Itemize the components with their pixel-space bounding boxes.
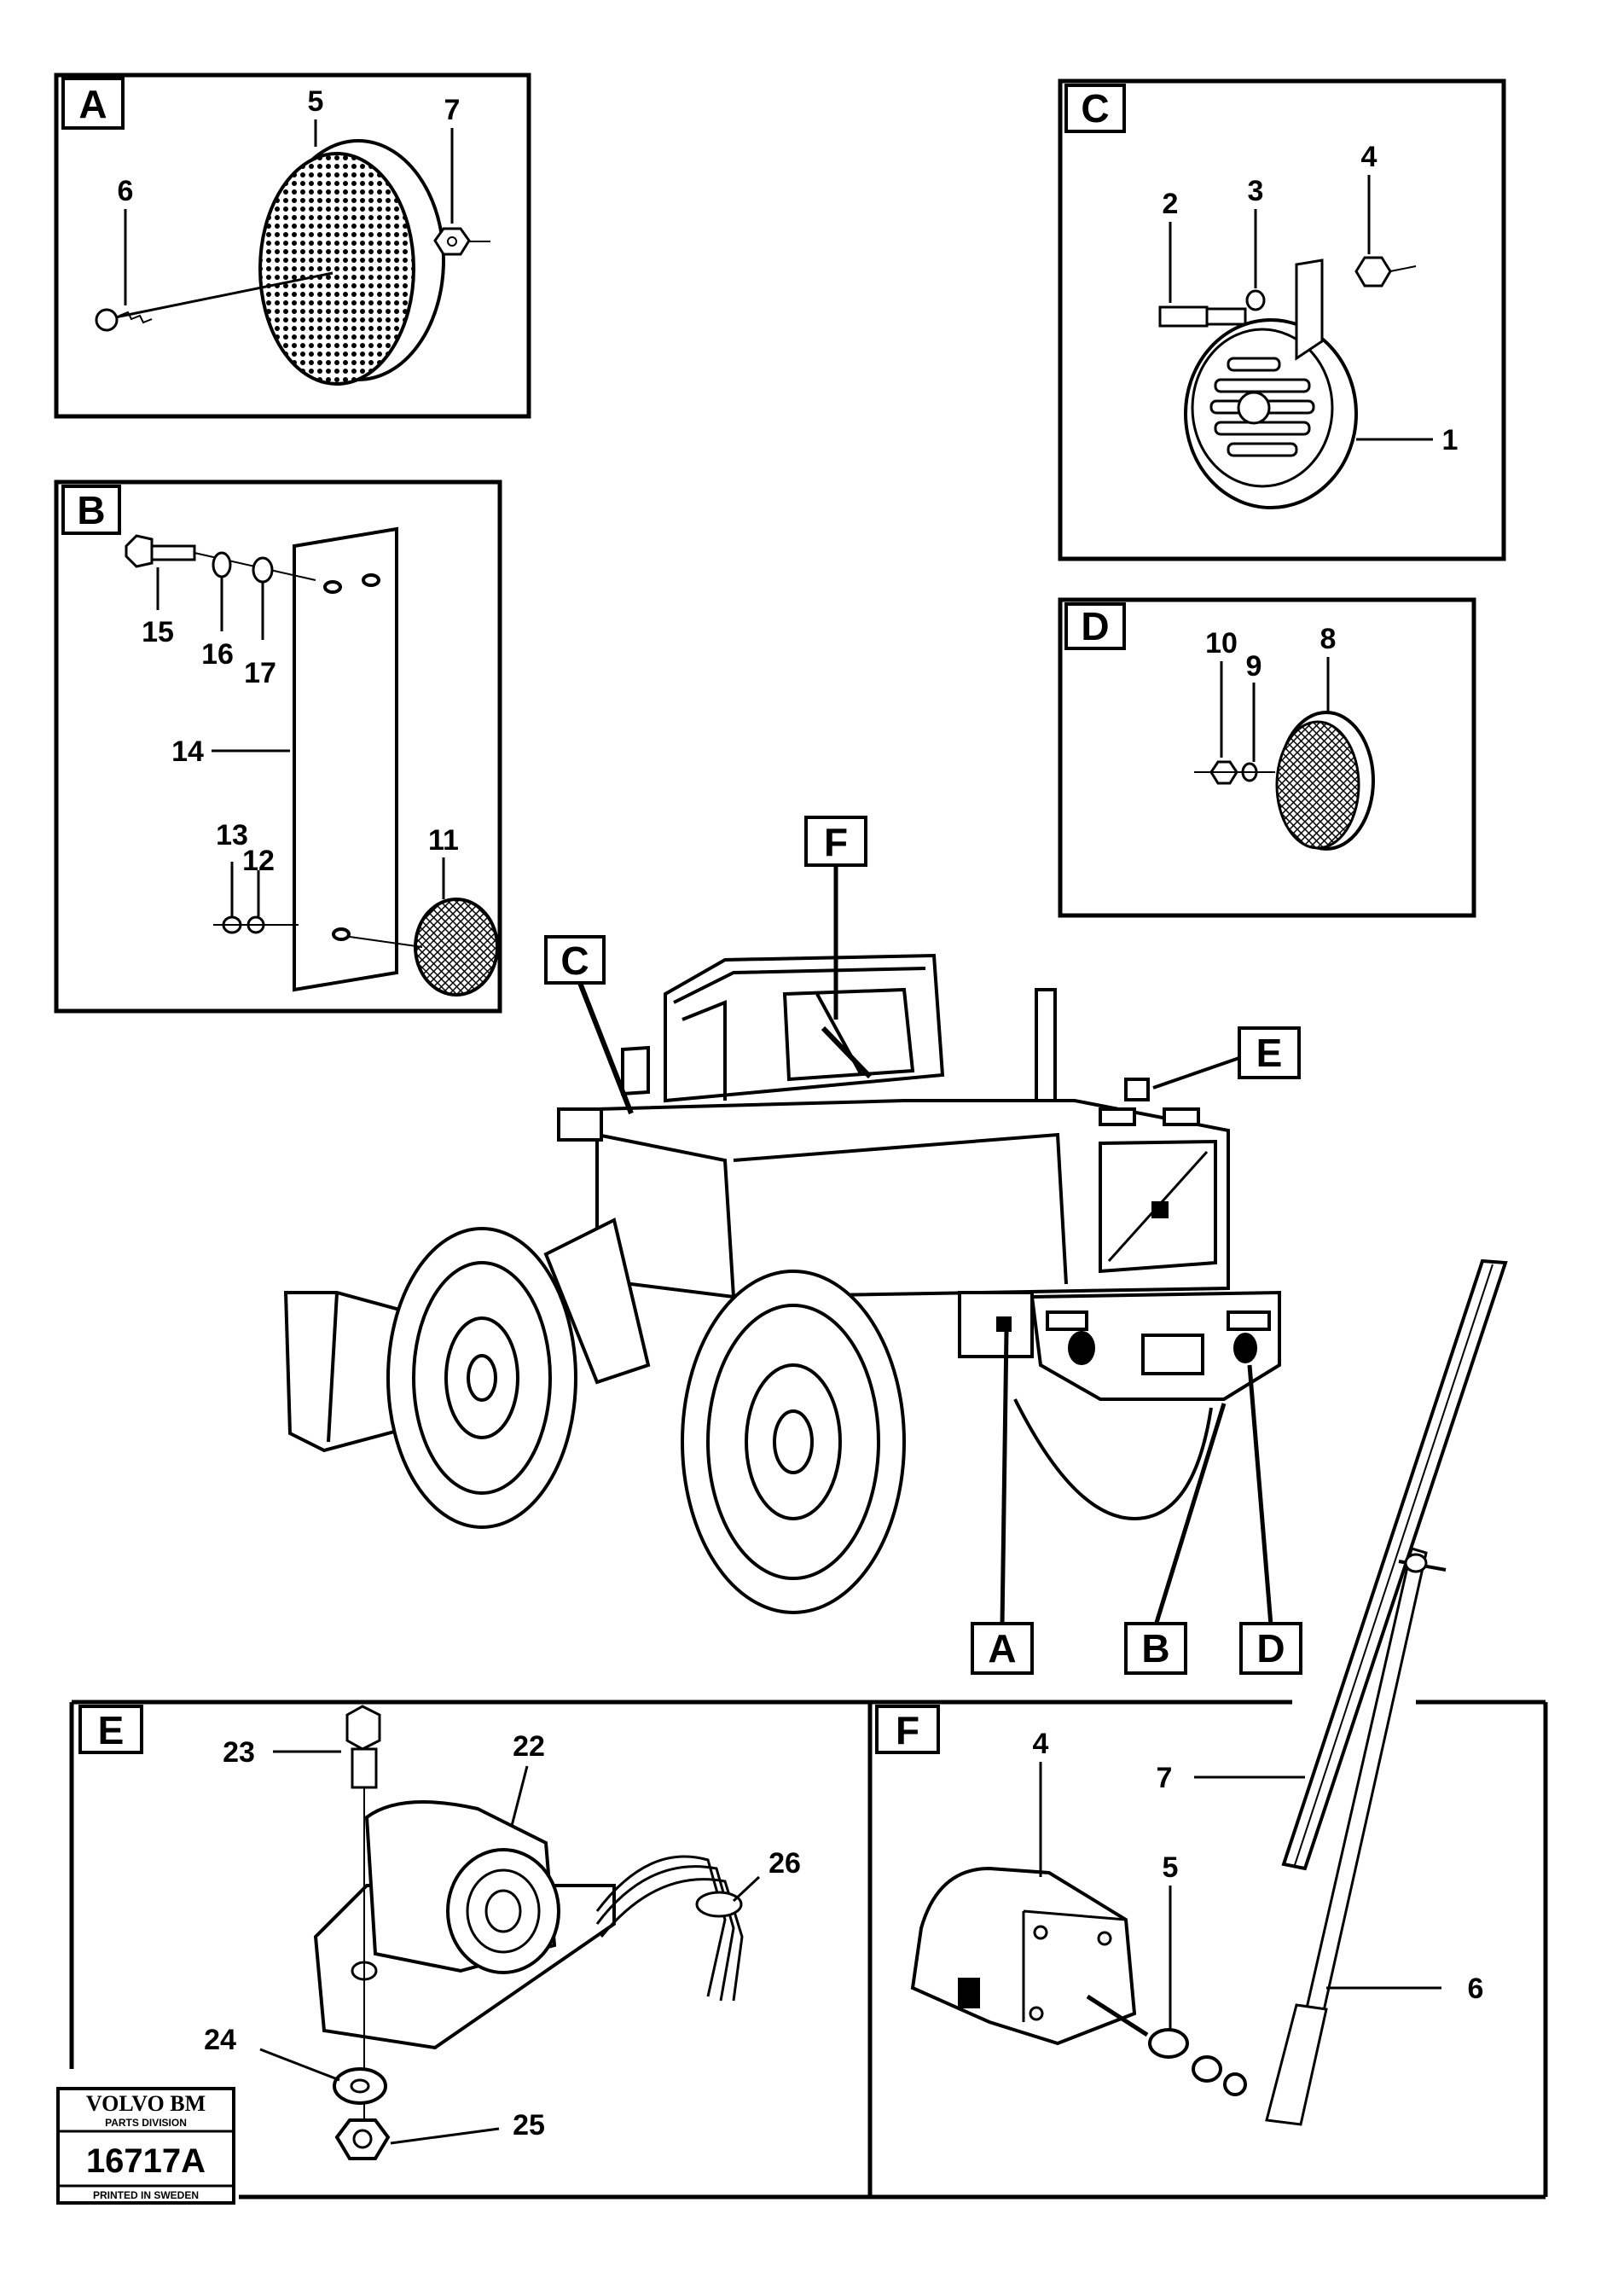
part-number-4: 4 [1033,1728,1049,1760]
screw-head [95,308,119,332]
part-number-7: 7 [444,94,461,126]
callout-c: C [544,935,634,1115]
mounting-plate [293,526,398,992]
part-number-24: 24 [204,2024,236,2056]
part-number-6: 6 [118,175,134,207]
part-number-12: 12 [242,845,275,877]
panel-a: A 5 7 6 [54,73,531,419]
stamp-footer: PRINTED IN SWEDEN [93,2189,199,2201]
callout-b: B [1124,1403,1227,1675]
part-number-5: 5 [1163,1851,1179,1884]
reflector-lens [258,152,415,386]
panel-e: E 23 22 26 24 25 [69,1700,873,2197]
panel-e-label: E [98,1708,125,1752]
round-reflector [414,898,499,997]
panel-f: F 4 7 5 6 [870,1258,1548,2200]
callout-e: E [1152,1026,1301,1090]
part-number-6: 6 [1468,1973,1484,2005]
rear-left-wheel [681,1270,906,1614]
part-number-17: 17 [244,657,276,689]
callout-e-label: E [1256,1031,1283,1075]
panel-a-label: A [78,82,107,126]
part-number-2: 2 [1163,188,1179,220]
part-number-11: 11 [428,824,459,857]
part-number-3: 3 [1248,175,1264,207]
part-number-22: 22 [513,1730,545,1763]
part-number-7: 7 [1157,1762,1173,1794]
part-number-14: 14 [171,735,204,768]
front-left-wheel [386,1227,577,1529]
part-number-9: 9 [1246,650,1262,683]
volvo-bm-stamp: VOLVO BM PARTS DIVISION 16717A PRINTED I… [56,2087,235,2205]
callout-c-label: C [560,939,589,983]
part-number-1: 1 [1442,424,1459,456]
part-number-26: 26 [768,1847,801,1880]
stamp-code: 16717A [86,2142,206,2180]
wheel-loader-illustration [283,953,1281,1614]
panel-c-label: C [1081,86,1109,131]
part-number-4: 4 [1361,141,1378,173]
part-number-16: 16 [201,638,234,671]
part-number-23: 23 [223,1736,255,1769]
panel-d: D 10 9 8 [1058,597,1476,918]
panel-f-label: F [896,1708,919,1752]
stamp-division: PARTS DIVISION [105,2117,187,2129]
callout-d: D [1239,1364,1302,1675]
panel-b-label: B [77,488,105,532]
callout-f-label: F [824,820,848,864]
callout-a: A [971,1330,1034,1675]
callout-d-label: D [1256,1626,1285,1671]
panel-c: C 2 3 4 1 [1058,78,1506,561]
part-number-8: 8 [1320,623,1337,655]
part-number-13: 13 [216,819,248,851]
panel-d-label: D [1081,604,1109,648]
part-number-5: 5 [308,85,324,118]
callout-b-label: B [1141,1626,1169,1671]
callout-a-label: A [988,1626,1016,1671]
side-reflector [1275,720,1360,850]
panel-b: B 15 16 17 14 13 12 11 [54,479,502,1014]
callout-f: F [804,816,873,1079]
part-number-10: 10 [1205,627,1238,660]
part-number-25: 25 [513,2109,545,2141]
bolt [125,534,154,568]
nut [433,227,471,256]
part-number-15: 15 [142,616,174,648]
stamp-brand: VOLVO BM [86,2091,206,2116]
